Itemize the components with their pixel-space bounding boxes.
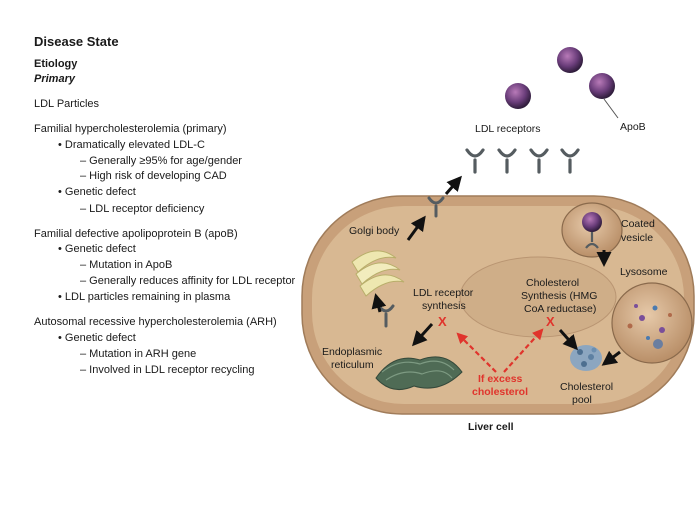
primary-heading: Primary [34,73,75,85]
ldl-receptors-label: LDL receptors [475,123,541,135]
fdb-bullet-2: • LDL particles remaining in plasma [58,291,231,303]
lysosome [611,282,693,364]
cholesterol-pool [570,345,602,371]
fdb-sub-2: – Generally reduces affinity for LDL rec… [80,275,296,287]
pool-label-2: pool [572,394,592,406]
golgi-label: Golgi body [349,225,400,237]
arh-heading: Autosomal recessive hypercholesterolemia… [34,316,277,328]
chol-synthesis-label-1: Cholesterol [526,277,579,289]
ldl-particles-heading: LDL Particles [34,98,100,110]
endoplasmic-reticulum [375,356,463,391]
excess-label-2: cholesterol [472,386,528,398]
er-label-2: reticulum [331,359,374,371]
ldl-particles [505,47,619,119]
fdb-heading: Familial defective apolipoprotein B (apo… [34,228,238,240]
coated-vesicle [561,202,623,258]
inhibit-chol-mark: X [546,314,555,329]
fh-sub-1: – Generally ≥95% for age/gender [80,155,242,167]
fh-sub-2: – High risk of developing CAD [80,170,227,182]
arh-bullet-1: • Genetic defect [58,332,136,344]
apob-label: ApoB [620,121,646,133]
fdb-sub-1: – Mutation in ApoB [80,259,173,271]
arh-sub-1: – Mutation in ARH gene [80,348,197,360]
chol-synthesis-label-2: Synthesis (HMG [521,290,597,302]
surface-ldl-receptors [465,148,580,174]
golgi-receptor [427,196,445,218]
pathway-arrows [371,175,621,366]
fdb-bullet-1: • Genetic defect [58,243,136,255]
fh-heading: Familial hypercholesterolemia (primary) [34,123,227,135]
golgi-body [351,250,405,297]
page-title: Disease State [34,34,119,49]
liver-cell-label: Liver cell [468,421,514,433]
ldlr-synthesis-label-1: LDL receptor [413,287,474,299]
chol-synthesis-label-3: CoA reductase) [524,303,596,315]
excess-label-1: If excess [478,373,523,385]
fh-bullet-2: • Genetic defect [58,186,136,198]
arh-sub-2: – Involved in LDL receptor recycling [80,364,255,376]
ldlr-synthesis-label-2: synthesis [422,300,466,312]
fh-bullet-1: • Dramatically elevated LDL-C [58,139,205,151]
lysosome-label: Lysosome [620,266,668,278]
er-label-1: Endoplasmic [322,346,382,358]
inhibit-ldlr-mark: X [438,314,447,329]
fh-sub-3: – LDL receptor deficiency [80,203,205,215]
coated-label: Coated [621,218,655,230]
etiology-heading: Etiology [34,58,78,70]
pool-label-1: Cholesterol [560,381,613,393]
vesicle-label: vesicle [621,232,653,244]
inhibition-arrows [456,328,544,373]
